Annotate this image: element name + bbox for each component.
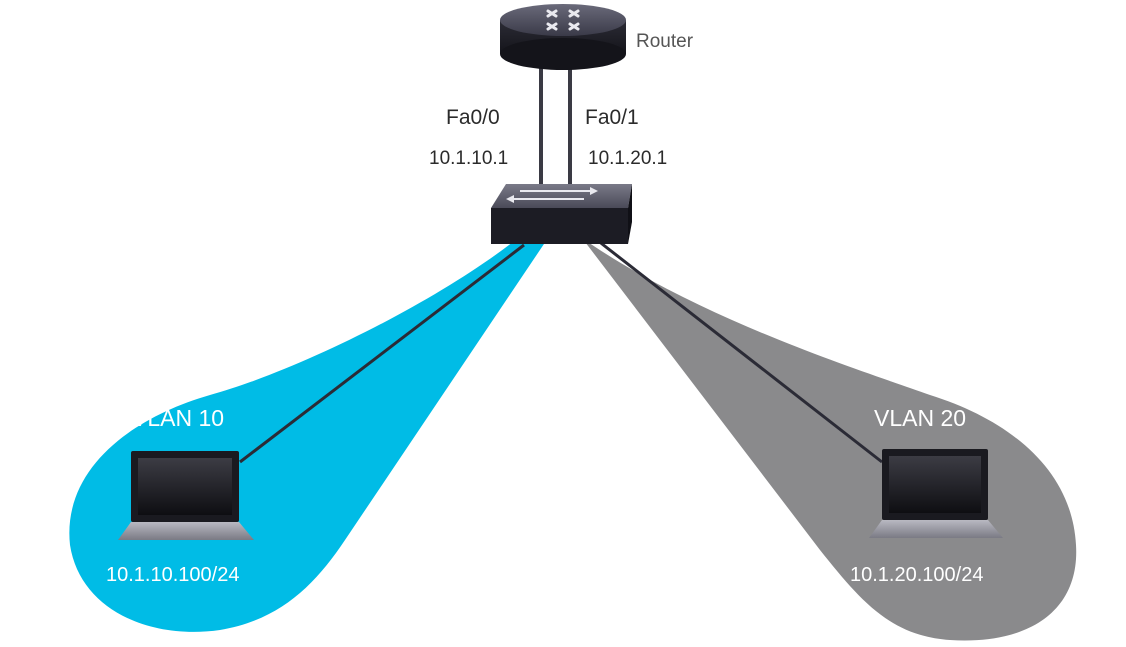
vlan20-region bbox=[582, 238, 1077, 641]
gateway-ip-vlan20: 10.1.20.1 bbox=[588, 148, 668, 169]
link-vlan20-host bbox=[596, 238, 883, 464]
vlan10-label: VLAN 10 bbox=[132, 405, 225, 431]
host-ip-vlan20: 10.1.20.100/24 bbox=[850, 564, 984, 586]
router-label: Router bbox=[636, 31, 694, 52]
laptop-icon bbox=[118, 451, 254, 540]
host-ip-vlan10: 10.1.10.100/24 bbox=[106, 564, 240, 586]
switch-icon bbox=[491, 184, 632, 244]
port-label-fa0-1: Fa0/1 bbox=[585, 106, 639, 129]
port-label-fa0-0: Fa0/0 bbox=[446, 106, 500, 129]
link-vlan10-host bbox=[239, 243, 525, 464]
gateway-ip-vlan10: 10.1.10.1 bbox=[429, 148, 509, 169]
vlan20-label: VLAN 20 bbox=[874, 405, 967, 431]
router-icon bbox=[500, 4, 626, 70]
laptop-icon bbox=[869, 449, 1003, 538]
